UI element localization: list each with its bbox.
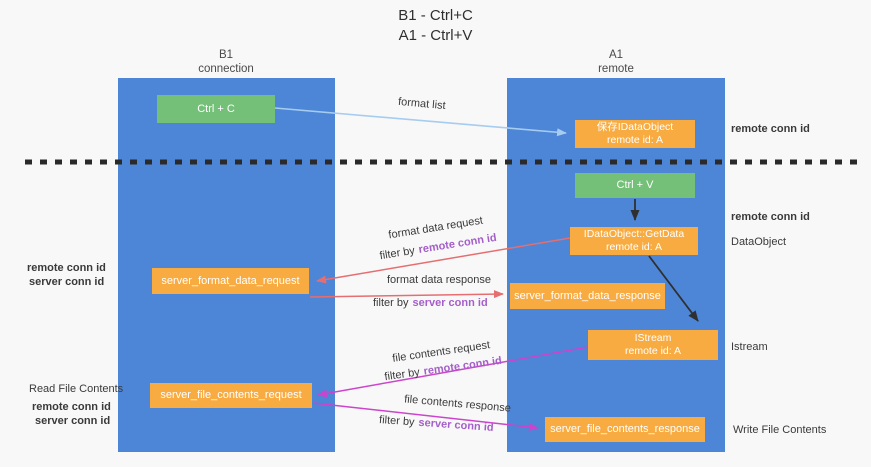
- lane-header-b1: B1 connection: [156, 49, 296, 77]
- node-server-format-data-response: server_format_data_response: [510, 283, 665, 309]
- annotation-write-file-contents: Write File Contents: [733, 424, 827, 436]
- filter-by-text: filter by: [373, 297, 409, 309]
- node-getdata-line1: IDataObject::GetData: [583, 227, 685, 240]
- lane-a1-name: A1: [608, 49, 624, 61]
- filter-by-text: filter by: [383, 366, 421, 384]
- node-server-file-contents-response: server_file_contents_response: [545, 417, 705, 442]
- node-getdata-line2: remote id: A: [605, 241, 663, 253]
- node-server-format-data-request: server_format_data_request: [152, 268, 309, 294]
- annotation-remote-conn-id-top: remote conn id: [731, 123, 810, 135]
- node-server-file-contents-request-label: server_file_contents_request: [160, 389, 302, 402]
- annotation-read-server-conn-id: server conn id: [35, 415, 111, 427]
- annotation-dataobject: DataObject: [731, 236, 787, 248]
- annotation-remote-conn-id-mid: remote conn id: [731, 211, 810, 223]
- node-server-format-data-response-label: server_format_data_response: [514, 289, 661, 302]
- node-server-format-data-request-label: server_format_data_request: [161, 274, 300, 287]
- annotation-read-remote-conn-id: remote conn id: [32, 401, 111, 413]
- remote-conn-id-term: remote conn id: [417, 231, 498, 257]
- lane-a1-subtitle: remote: [598, 62, 634, 75]
- label-format-list: format list: [397, 95, 447, 113]
- annotation-left-server-conn-id: server conn id: [29, 276, 105, 288]
- node-idataobject-getdata: IDataObject::GetData remote id: A: [570, 227, 698, 255]
- annotation-left-remote-conn-id: remote conn id: [27, 262, 106, 274]
- title-line-2: A1 - Ctrl+V: [398, 27, 473, 45]
- lane-b1-name: B1: [218, 49, 234, 61]
- lane-header-a1: A1 remote: [546, 49, 686, 77]
- node-save-idataobject-line2: remote id: A: [606, 134, 664, 146]
- title-line-1: B1 - Ctrl+C: [398, 7, 473, 24]
- filter-by-text: filter by: [378, 244, 416, 263]
- label-format-data-response: format data response: [387, 274, 491, 286]
- node-ctrl-c: Ctrl + C: [157, 95, 275, 123]
- node-server-file-contents-response-label: server_file_contents_response: [550, 423, 700, 436]
- annotation-read-file-contents: Read File Contents: [29, 383, 124, 395]
- server-conn-id-term: server conn id: [418, 416, 494, 434]
- label-file-contents-response: file contents response: [403, 393, 512, 415]
- node-save-idataobject: 保存IDataObject remote id: A: [575, 120, 695, 148]
- node-istream: IStream remote id: A: [588, 330, 718, 360]
- diagram-title: B1 - Ctrl+C A1 - Ctrl+V: [0, 6, 871, 47]
- filter-by-text: filter by: [378, 414, 415, 429]
- node-server-file-contents-request: server_file_contents_request: [150, 383, 312, 408]
- node-save-idataobject-line1: 保存IDataObject: [596, 120, 674, 133]
- node-ctrl-v-label: Ctrl + V: [616, 179, 654, 192]
- lane-b1-subtitle: connection: [198, 62, 254, 75]
- annotation-istream: Istream: [731, 341, 768, 353]
- node-ctrl-v: Ctrl + V: [575, 173, 695, 198]
- node-ctrl-c-label: Ctrl + C: [197, 102, 235, 115]
- node-istream-line1: IStream: [634, 331, 672, 344]
- server-conn-id-term: server conn id: [412, 297, 488, 309]
- node-istream-line2: remote id: A: [624, 345, 682, 357]
